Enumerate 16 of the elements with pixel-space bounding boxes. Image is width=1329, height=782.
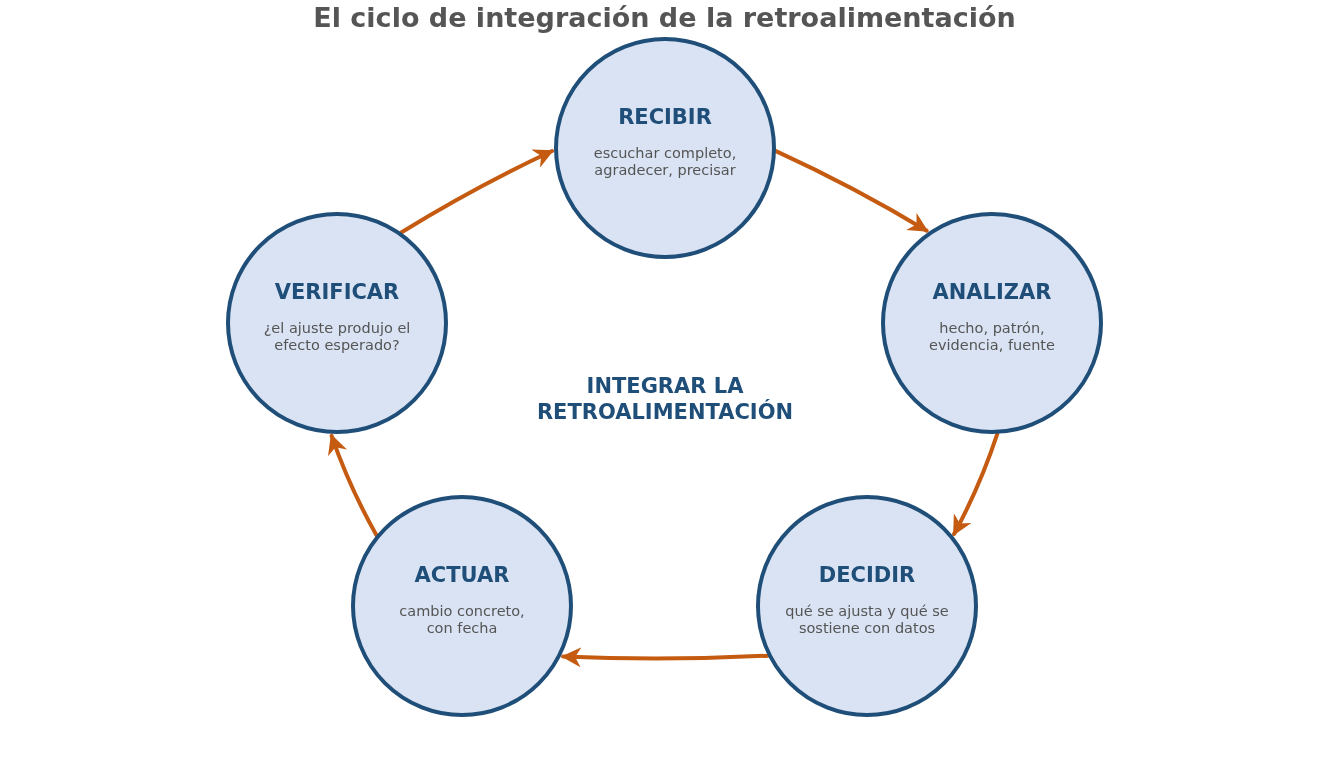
step-description: qué se ajusta y qué se sostiene con datos <box>784 602 950 638</box>
diagram-title: El ciclo de integración de la retroalimentación <box>312 2 1017 33</box>
step-description: hecho, patrón, evidencia, fuente <box>928 319 1056 355</box>
step-heading: ANALIZAR <box>932 279 1052 304</box>
arrow <box>328 433 379 538</box>
center-label: INTEGRAR LA RETROALIMENTACIÓN <box>535 373 795 426</box>
arrow <box>399 149 555 235</box>
step-heading: ACTUAR <box>414 562 510 587</box>
arrow <box>561 647 770 668</box>
step-description: ¿el ajuste produjo el efecto esperado? <box>262 319 412 355</box>
step-heading: DECIDIR <box>818 562 916 587</box>
step-description: escuchar completo, agradecer, precisar <box>592 144 738 180</box>
arrow <box>952 431 1000 536</box>
step-heading: RECIBIR <box>618 104 712 129</box>
step-heading: VERIFICAR <box>274 279 400 304</box>
step-description: cambio concreto, con fecha <box>398 602 526 638</box>
